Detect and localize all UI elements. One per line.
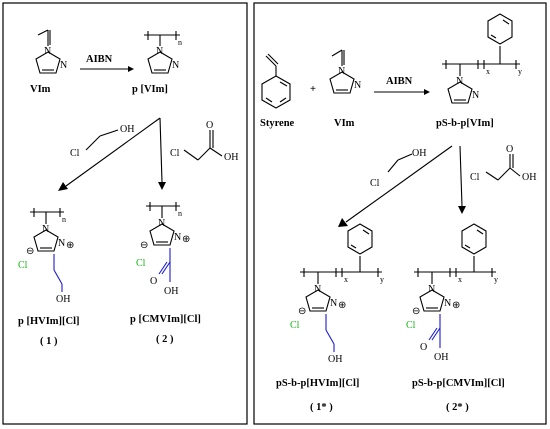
- product2star-y: y: [494, 275, 498, 284]
- psbpvim-label: pS-b-p[VIm]: [436, 118, 494, 129]
- product2star-cl: Cl: [406, 320, 416, 331]
- pvim-label: p [VIm]: [132, 84, 168, 95]
- arrow-to-product2: [159, 117, 163, 183]
- product1-cl: Cl: [18, 260, 28, 271]
- chloroacetic-right-o: O: [506, 144, 513, 155]
- aibn-arrowhead: [128, 66, 134, 72]
- arrowhead-product1star: [338, 218, 348, 227]
- product2star-n3: N: [444, 298, 451, 309]
- aibn-label: AIBN: [86, 54, 113, 65]
- psbpvim-y: y: [518, 67, 522, 76]
- aibn-right-arrowhead: [424, 89, 430, 95]
- arrowhead-product2star: [458, 206, 466, 214]
- product2star-minus: ⊖: [412, 306, 420, 317]
- product1-n3: N: [58, 238, 65, 249]
- vim-right-label: VIm: [334, 118, 355, 129]
- chloroethanol-structure: [85, 129, 119, 151]
- product2-structure: [146, 202, 180, 282]
- chloroethanol-right-cl: Cl: [370, 178, 380, 189]
- product2-minus: ⊖: [140, 240, 148, 251]
- vim-right-structure: [329, 49, 355, 94]
- product2star-x: x: [458, 275, 462, 284]
- product2star-structure: [414, 223, 496, 348]
- chloroacetic-oh: OH: [224, 152, 238, 163]
- arrow-to-product1: [65, 117, 161, 187]
- product2star-number: ( 2* ): [446, 402, 469, 413]
- vim-monomer-structure: [35, 29, 61, 74]
- product2star-n1: N: [428, 284, 435, 295]
- arrow-to-product1star: [345, 145, 453, 223]
- styrene-label: Styrene: [260, 118, 295, 129]
- chloroethanol-oh: OH: [120, 124, 134, 135]
- pvim-n3: N: [172, 60, 179, 71]
- chloroacetic-structure: [183, 130, 223, 161]
- left-panel-border: [2, 2, 248, 425]
- chloroacetic-right-cl: Cl: [470, 172, 480, 183]
- product1-number: ( 1 ): [40, 336, 58, 347]
- product1-minus: ⊖: [26, 246, 34, 257]
- product2-n3: N: [174, 232, 181, 243]
- chloroacetic-right-oh: OH: [522, 172, 536, 183]
- product2-o: O: [150, 276, 157, 287]
- product2-n1: N: [158, 218, 165, 229]
- product1-plus: ⊕: [66, 240, 74, 251]
- pvim-n1: N: [156, 46, 163, 57]
- product1-n1: N: [42, 224, 49, 235]
- product1star-structure: [300, 223, 382, 352]
- product2-n-subscript: n: [178, 209, 182, 218]
- plus-sign: +: [310, 84, 316, 95]
- product1star-label: pS-b-p[HVIm][Cl]: [276, 378, 359, 389]
- psbpvim-n1: N: [456, 76, 463, 87]
- pvim-n-subscript: n: [178, 38, 182, 47]
- product2star-o: O: [420, 342, 427, 353]
- product1-label: p [HVIm][Cl]: [18, 316, 80, 327]
- product1star-oh: OH: [328, 354, 342, 365]
- arrowhead-product2: [158, 182, 166, 190]
- product2-oh: OH: [164, 286, 178, 297]
- product1star-cl: Cl: [290, 320, 300, 331]
- arrowhead-product1: [58, 182, 68, 191]
- chloroacetic-cl: Cl: [170, 148, 180, 159]
- product1star-plus: ⊕: [338, 300, 346, 311]
- product2star-plus: ⊕: [452, 300, 460, 311]
- product1star-minus: ⊖: [298, 306, 306, 317]
- product2-label: p [CMVIm][Cl]: [130, 314, 201, 325]
- chloroacetic-o: O: [206, 120, 213, 131]
- aibn-right-label: AIBN: [386, 76, 413, 87]
- product1-n-subscript: n: [62, 215, 66, 224]
- product2star-oh: OH: [434, 352, 448, 363]
- product1star-n1: N: [314, 284, 321, 295]
- psbpvim-n3: N: [472, 90, 479, 101]
- vim-label: VIm: [30, 84, 51, 95]
- pvim-structure: [144, 31, 180, 74]
- chloroethanol-right-oh: OH: [412, 148, 426, 159]
- vim-n1: N: [44, 46, 51, 57]
- product1star-x: x: [344, 275, 348, 284]
- product1star-y: y: [380, 275, 384, 284]
- product2-cl: Cl: [136, 258, 146, 269]
- product1star-n3: N: [330, 298, 337, 309]
- product2star-label: pS-b-p[CMVIm][Cl]: [412, 378, 505, 389]
- chloroacetic-right-structure: [485, 154, 521, 181]
- psbpvim-structure: [442, 13, 520, 104]
- vim-right-n3: N: [354, 80, 361, 91]
- chloroethanol-right-structure: [387, 153, 413, 173]
- right-panel-border: [253, 2, 547, 425]
- product1-structure: [30, 208, 64, 292]
- product1star-number: ( 1* ): [310, 402, 333, 413]
- psbpvim-x: x: [486, 67, 490, 76]
- product2-plus: ⊕: [182, 234, 190, 245]
- product2-number: ( 2 ): [156, 334, 174, 345]
- styrene-structure: [261, 53, 291, 109]
- arrow-to-product2star: [459, 145, 463, 207]
- product1-oh: OH: [56, 294, 70, 305]
- vim-right-n1: N: [338, 66, 345, 77]
- chloroethanol-cl: Cl: [70, 148, 80, 159]
- vim-n3: N: [60, 60, 67, 71]
